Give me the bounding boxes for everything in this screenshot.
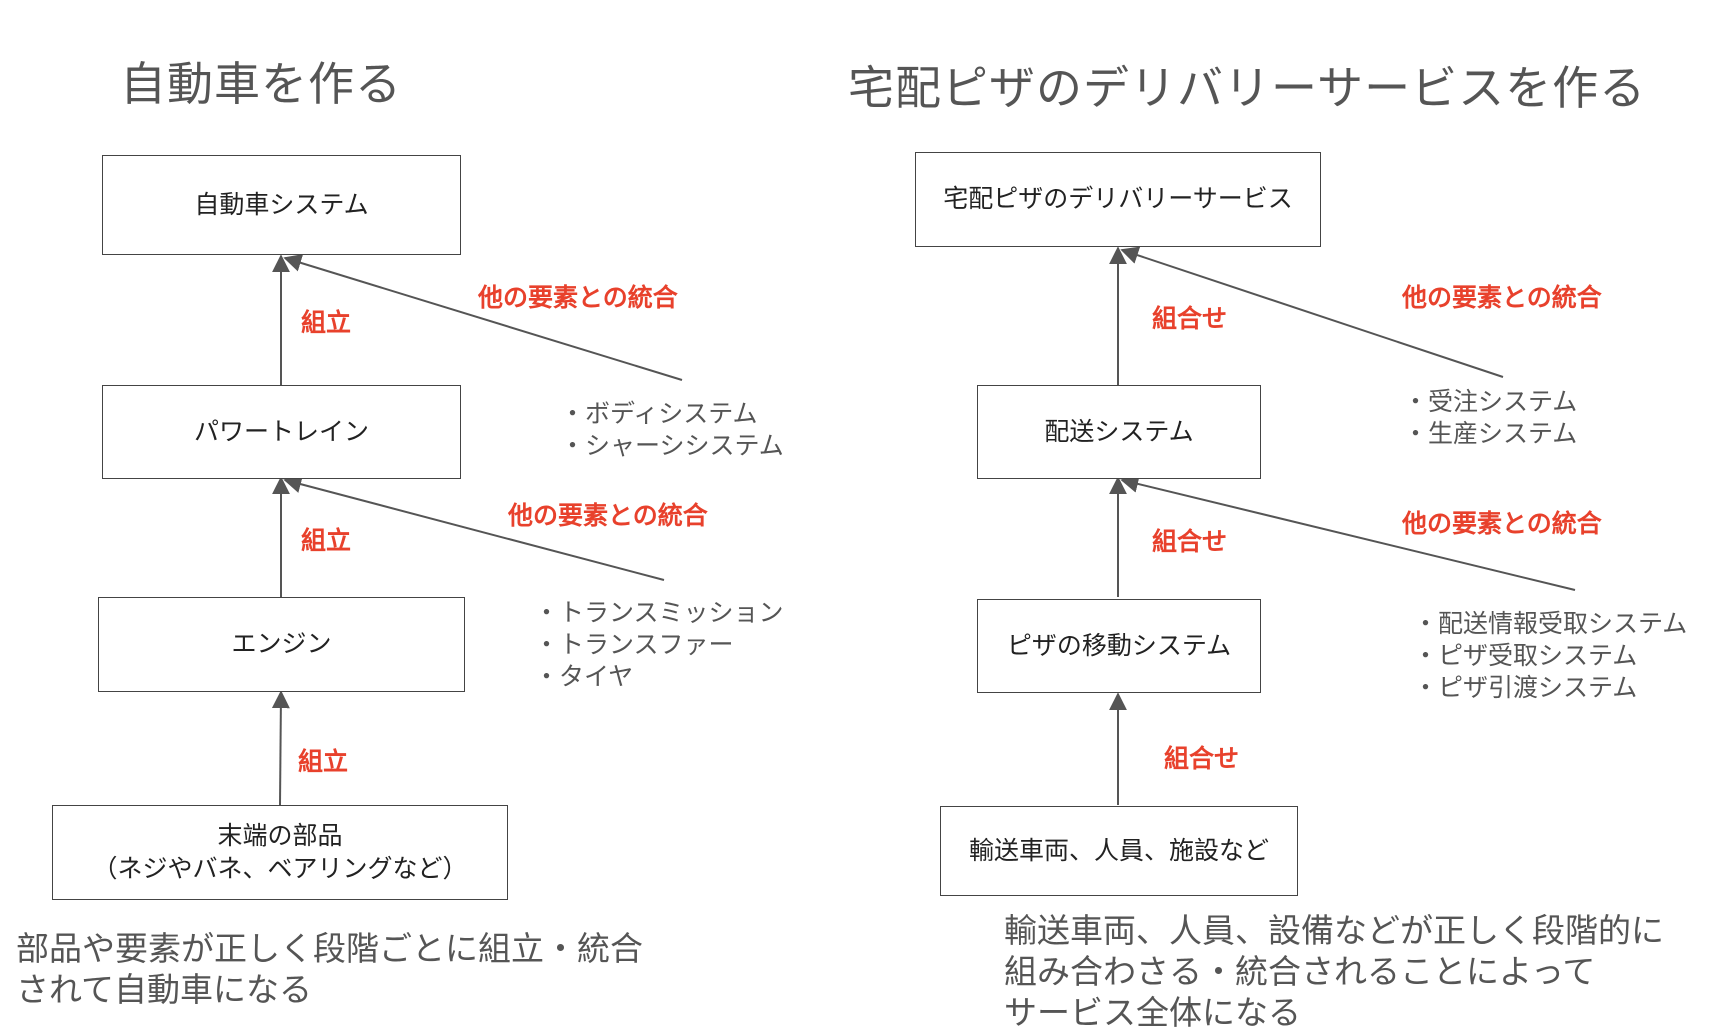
- powertrain-label: パワートレイン: [193, 416, 369, 446]
- right-combine-label-3: 組合せ: [1164, 744, 1240, 773]
- pizza-move-system-box: ピザの移動システム: [977, 599, 1261, 693]
- right-integrate-label-2: 他の要素との統合: [1402, 509, 1602, 538]
- right-combine-label-2: 組合せ: [1152, 527, 1228, 556]
- pizza-service-label: 宅配ピザのデリバリーサービス: [943, 184, 1293, 214]
- engine-label: エンジン: [231, 629, 332, 659]
- right-combine-label-1: 組合せ: [1152, 304, 1228, 333]
- list-item: ・配送情報受取システム: [1413, 609, 1688, 638]
- car-system-box: 自動車システム: [102, 155, 461, 255]
- powertrain-box: パワートレイン: [102, 385, 461, 479]
- right-title: 宅配ピザのデリバリーサービスを作る: [848, 61, 1647, 115]
- right-list-upper: ・受注システム ・生産システム: [1403, 386, 1577, 450]
- car-system-label: 自動車システム: [194, 189, 369, 219]
- caption-line: されて自動車になる: [16, 970, 313, 1009]
- left-list-lower: ・トランスミッション ・トランスファー ・タイヤ: [534, 597, 784, 693]
- left-integrate-label-1: 他の要素との統合: [478, 283, 678, 312]
- pizza-service-box: 宅配ピザのデリバリーサービス: [915, 152, 1321, 247]
- left-title: 自動車を作る: [120, 57, 402, 111]
- list-item: ・生産システム: [1403, 419, 1578, 448]
- right-arrow-integration-upper: [1120, 246, 1504, 378]
- right-list-lower: ・配送情報受取システム ・ピザ受取システム ・ピザ引渡システム: [1413, 608, 1687, 704]
- parts-box: 末端の部品 （ネジやバネ、ベアリングなど）: [52, 805, 508, 900]
- caption-line: サービス全体になる: [1004, 993, 1301, 1032]
- left-caption: 部品や要素が正しく段階ごとに組立・統合 されて自動車になる: [16, 928, 643, 1010]
- left-assemble-label-3: 組立: [298, 747, 349, 776]
- parts-label-line1: 末端の部品: [217, 821, 343, 850]
- left-arrow-integration-lower: [283, 475, 665, 581]
- right-caption: 輸送車両、人員、設備などが正しく段階的に 組み合わさる・統合されることによって …: [1004, 910, 1664, 1033]
- right-integrate-label-1: 他の要素との統合: [1402, 283, 1602, 312]
- list-item: ・ピザ引渡システム: [1413, 673, 1638, 702]
- list-item: ・ボディシステム: [560, 399, 758, 428]
- delivery-system-label: 配送システム: [1044, 416, 1194, 446]
- vehicles-box: 輸送車両、人員、施設など: [940, 806, 1298, 896]
- list-item: ・受注システム: [1403, 387, 1578, 416]
- left-arrow-integration-upper: [283, 254, 683, 381]
- left-integrate-label-2: 他の要素との統合: [508, 501, 708, 530]
- right-arrow-integration-lower: [1120, 475, 1576, 591]
- pizza-move-system-label: ピザの移動システム: [1006, 630, 1232, 660]
- list-item: ・トランスミッション: [534, 598, 784, 627]
- vehicles-label: 輸送車両、人員、施設など: [968, 835, 1269, 865]
- list-item: ・トランスファー: [534, 630, 734, 659]
- left-assemble-label-2: 組立: [301, 526, 352, 555]
- caption-line: 部品や要素が正しく段階ごとに組立・統合: [16, 929, 643, 968]
- engine-box: エンジン: [98, 597, 465, 692]
- list-item: ・シャーシシステム: [560, 431, 784, 460]
- caption-line: 組み合わさる・統合されることによって: [1004, 952, 1596, 991]
- list-item: ・ピザ受取システム: [1413, 641, 1638, 670]
- caption-line: 輸送車両、人員、設備などが正しく段階的に: [1004, 911, 1664, 950]
- parts-label-line2: （ネジやバネ、ベアリングなど）: [92, 853, 468, 883]
- left-assemble-label-1: 組立: [301, 308, 352, 337]
- delivery-system-box: 配送システム: [977, 385, 1261, 479]
- left-list-upper: ・ボディシステム ・シャーシシステム: [560, 398, 784, 462]
- list-item: ・タイヤ: [534, 662, 634, 691]
- left-arrow-parts-to-engine: [271, 690, 290, 806]
